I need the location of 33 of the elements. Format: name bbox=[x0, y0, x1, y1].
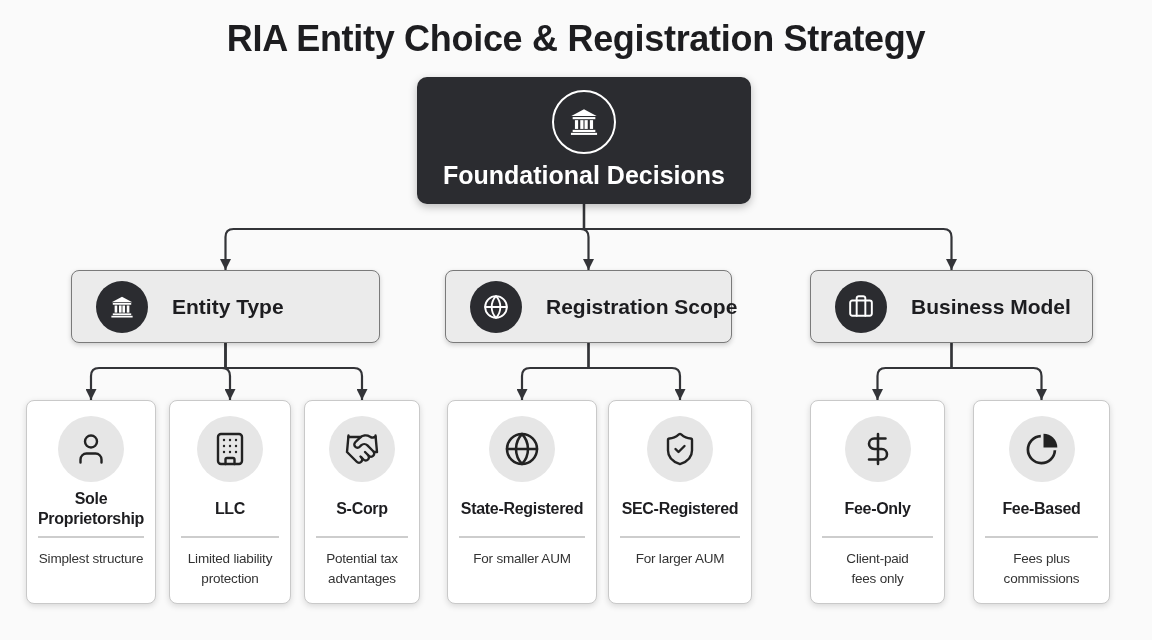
option-card bbox=[26, 400, 156, 604]
option-card bbox=[810, 400, 945, 604]
card-title: SEC-Registered bbox=[621, 499, 739, 519]
option-card bbox=[973, 400, 1110, 604]
card-title: Fee-Based bbox=[1002, 499, 1081, 519]
option-card bbox=[169, 400, 291, 604]
card-description: Simplest structure bbox=[38, 549, 144, 568]
option-card bbox=[608, 400, 752, 604]
card-description: For larger AUM bbox=[635, 549, 725, 568]
connector-arrow bbox=[582, 204, 957, 270]
card-description: For smaller AUM bbox=[473, 549, 571, 568]
box-title: Foundational Decisions bbox=[443, 160, 725, 190]
card-description: Potential tax advantages bbox=[325, 549, 399, 588]
category-title: Business Model bbox=[911, 293, 1071, 320]
card-title: Sole Proprietorship bbox=[36, 489, 145, 529]
category-title: Entity Type bbox=[172, 293, 284, 320]
connector-arrow bbox=[587, 343, 686, 400]
card-description: Fees plus commissions bbox=[1002, 549, 1081, 588]
option-card bbox=[447, 400, 597, 604]
connector-arrow bbox=[224, 343, 368, 400]
card-description: Limited liability protection bbox=[186, 549, 274, 588]
diagram-title: RIA Entity Choice & Registration Strategy bbox=[226, 17, 926, 61]
card-description: Client-paid fees only bbox=[845, 549, 910, 588]
card-title: State-Registered bbox=[460, 499, 584, 519]
option-card bbox=[304, 400, 420, 604]
category-box bbox=[810, 270, 1093, 343]
card-title: S-Corp bbox=[336, 499, 388, 519]
card-title: LLC bbox=[214, 499, 246, 519]
category-box bbox=[71, 270, 380, 343]
card-title: Fee-Only bbox=[844, 499, 911, 519]
category-title: Registration Scope bbox=[546, 293, 738, 320]
connector-arrow bbox=[950, 343, 1047, 400]
root-box bbox=[417, 77, 751, 204]
